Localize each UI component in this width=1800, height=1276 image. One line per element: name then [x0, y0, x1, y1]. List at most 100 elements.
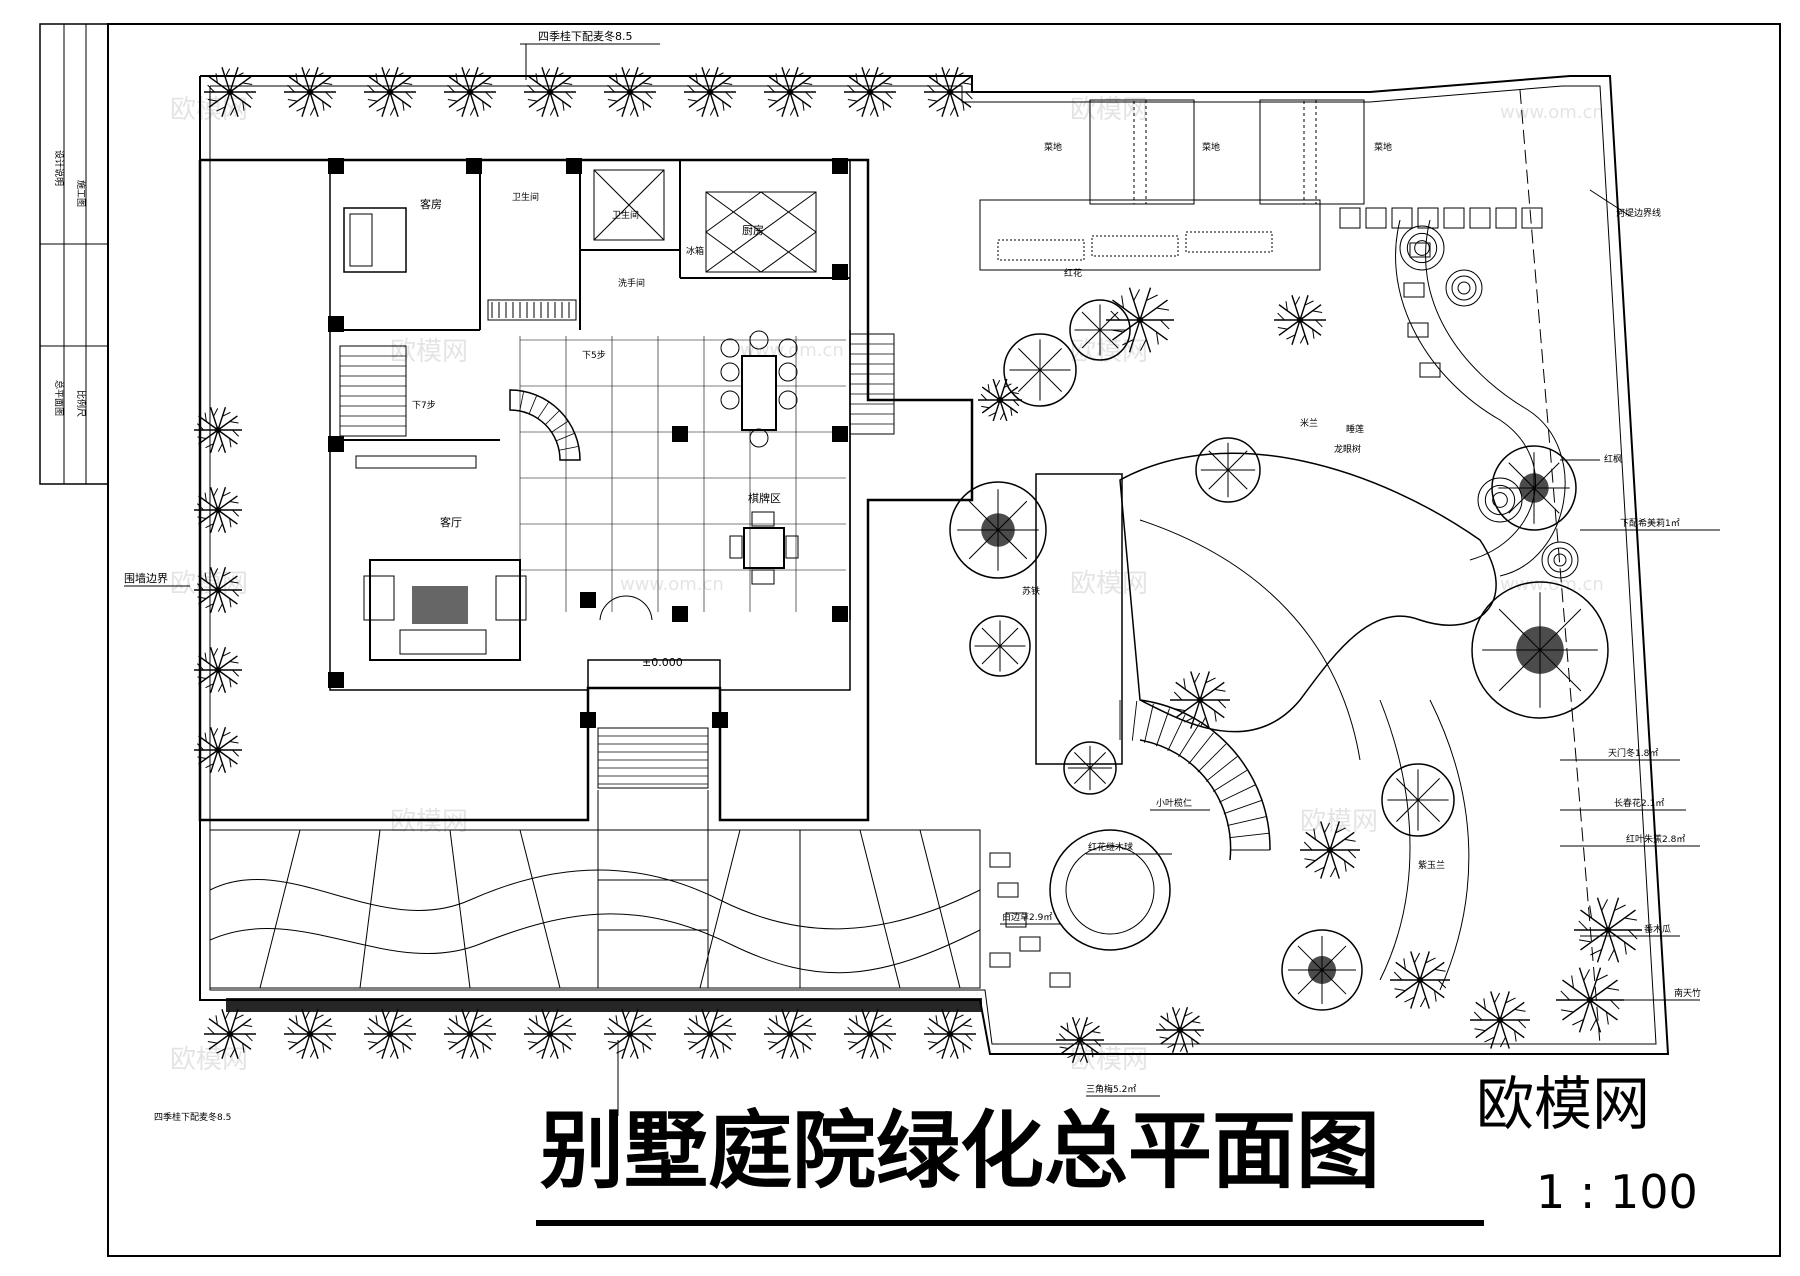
- svg-text:菜地: 菜地: [1374, 141, 1392, 153]
- garden: [989, 207, 1566, 991]
- label-red-maple: 红枫: [1604, 453, 1622, 465]
- structural-column: [328, 436, 344, 452]
- hedge-shrub: [204, 1009, 256, 1059]
- label-chess-area: 棋牌区: [748, 491, 781, 505]
- shrub-papaya: [1574, 897, 1642, 963]
- stepping-stone: [1365, 207, 1387, 229]
- structural-column: [672, 606, 688, 622]
- stepping-stone: [989, 952, 1011, 968]
- hedge-shrub: [194, 486, 242, 534]
- drawing-border: [107, 23, 1781, 1257]
- svg-text:欧模网: 欧模网: [390, 807, 468, 837]
- structural-column: [328, 158, 344, 174]
- structural-column: [566, 158, 582, 174]
- label-papaya: 番木瓜: [1644, 923, 1671, 935]
- tree-almond: [1063, 741, 1117, 795]
- stepping-stone: [1443, 207, 1465, 229]
- hedge-shrub: [604, 67, 656, 117]
- shrub-cluster: [978, 378, 1022, 422]
- hedge-shrub: [844, 67, 896, 117]
- hedge-bottom: [204, 998, 982, 1059]
- vegetable-beds: 菜地 菜地 菜地: [979, 99, 1392, 271]
- label-guest-room: 客房: [420, 197, 442, 211]
- label-river-edge: 河堤边界线: [1616, 207, 1661, 219]
- hedge-shrub: [284, 67, 336, 117]
- side-notes: 设计说明 施工图 总平面图 比例尺: [53, 150, 87, 417]
- label-elevation: ±0.000: [642, 656, 683, 669]
- stepping-stone: [1339, 207, 1361, 229]
- palm-symbol: [1445, 269, 1483, 307]
- tree-magnolia-2: [1381, 763, 1455, 837]
- hedge-shrub: [364, 67, 416, 117]
- palm-symbol: [1399, 225, 1445, 271]
- structural-column: [466, 158, 482, 174]
- label-shrub-b: 苏铁: [1022, 585, 1040, 597]
- tree-large: [1471, 581, 1609, 719]
- label-fridge: 冰箱: [686, 245, 704, 257]
- hedge-shrub: [924, 67, 976, 117]
- tree-shrub-a: [1003, 333, 1077, 407]
- brand-logo: 欧模网: [1476, 1070, 1650, 1138]
- hedge-shrub: [444, 67, 496, 117]
- label-wash-room: 洗手间: [618, 277, 645, 289]
- label-shrub-a: 红花: [1064, 267, 1082, 279]
- svg-text:施工图: 施工图: [75, 180, 87, 207]
- label-magnolia: 紫玉兰: [1418, 859, 1445, 871]
- svg-text:菜地: 菜地: [1202, 141, 1220, 153]
- hedge-shrub: [924, 1009, 976, 1059]
- label-longan: 龙眼树: [1334, 443, 1361, 455]
- label-bath2: 卫生间: [612, 209, 639, 221]
- label-kitchen: 厨房: [742, 224, 764, 237]
- hedge-shrub: [204, 67, 256, 117]
- label-bougainvillea: 三角梅5.2㎡: [1086, 1083, 1136, 1095]
- structural-column: [832, 426, 848, 442]
- stepping-stone: [1403, 282, 1425, 298]
- hedge-shrub: [684, 1009, 736, 1059]
- label-bottom-hedge: 四季桂下配麦冬8.5: [154, 1111, 231, 1123]
- stepping-stone: [1019, 936, 1041, 952]
- stepping-stone: [1469, 207, 1491, 229]
- structural-column: [832, 264, 848, 280]
- stepping-stone: [1407, 322, 1429, 338]
- label-top-hedge: 四季桂下配麦冬8.5: [538, 29, 633, 43]
- front-paving: [209, 790, 981, 989]
- shrub-cluster: [1274, 295, 1326, 345]
- tree-shrub-b: [1069, 299, 1131, 361]
- structural-column: [328, 316, 344, 332]
- stepping-stone: [989, 852, 1011, 868]
- svg-text:比例尺: 比例尺: [75, 390, 87, 417]
- hedge-shrub: [604, 1009, 656, 1059]
- svg-text:欧模网: 欧模网: [390, 337, 468, 367]
- hedge-shrub: [194, 646, 242, 694]
- svg-text:欧模网: 欧模网: [170, 1045, 248, 1075]
- scale-label: 1 : 100: [1536, 1165, 1698, 1219]
- hedge-top: [204, 67, 976, 117]
- watermarks: 欧模网 欧模网 www.om.cn 欧模网 www.om.cn 欧模网 欧模网 …: [170, 95, 1604, 1075]
- structural-column: [712, 712, 728, 728]
- svg-text:设计说明: 设计说明: [53, 150, 65, 186]
- svg-text:欧模网: 欧模网: [1070, 337, 1148, 367]
- svg-text:菜地: 菜地: [1044, 141, 1062, 153]
- stepping-stone: [1391, 207, 1413, 229]
- hedge-shrub: [524, 1009, 576, 1059]
- stepping-stone: [1495, 207, 1517, 229]
- label-living-room: 客厅: [440, 515, 462, 529]
- label-wall-left: 围墙边界: [124, 571, 168, 585]
- stepping-stone: [1005, 912, 1027, 928]
- stepping-stone: [1419, 362, 1441, 378]
- shrub-cluster: [1170, 671, 1230, 729]
- label-water-lily: 睡莲: [1346, 423, 1364, 435]
- structural-column: [832, 606, 848, 622]
- label-ornamental-grass: 白边草2.9㎡: [1002, 911, 1052, 923]
- drawing-title: 别墅庭院绿化总平面图: [540, 1102, 1380, 1200]
- hedge-shrub: [684, 67, 736, 117]
- stepping-stone: [1409, 242, 1431, 258]
- hedge-left: [194, 406, 242, 774]
- tree-symbols: [949, 225, 1642, 1064]
- hedge-shrub: [194, 726, 242, 774]
- svg-text:www.om.cn: www.om.cn: [620, 574, 724, 595]
- shrub-cluster: [1300, 821, 1360, 879]
- structural-column: [832, 158, 848, 174]
- title-strip: [39, 23, 109, 485]
